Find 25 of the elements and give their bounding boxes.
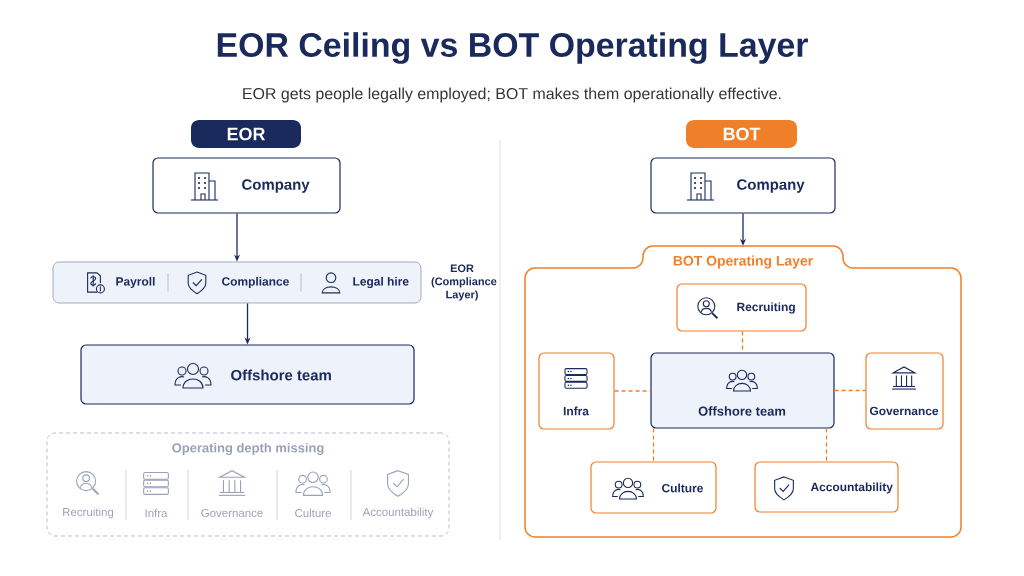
label-pill: EOR [191, 120, 301, 148]
side-label: EOR (Compliance Layer) [431, 264, 497, 301]
item-label: Payroll [116, 276, 155, 289]
item-label: Accountability [362, 507, 434, 519]
process-box: Culture [590, 461, 717, 514]
subtitle: EOR gets people legally employed; BOT makes them operationally effective. [243, 87, 781, 103]
process-box: Company [152, 157, 341, 214]
item-label: Culture [295, 508, 331, 518]
connector [825, 427, 828, 463]
process-box: Governance [865, 352, 944, 430]
item-label: Legal hire [353, 276, 409, 289]
process-box: Company [650, 157, 836, 214]
connector [833, 389, 867, 392]
title: EOR Ceiling vs BOT Operating Layer [217, 32, 808, 64]
team-box: Offshore team [80, 344, 415, 405]
label-pill: BOT [686, 120, 797, 148]
item-label: Recruiting [63, 507, 114, 519]
process-box: Recruiting [676, 283, 807, 332]
team-box: Offshore team [650, 352, 835, 429]
process-box: Accountability [754, 461, 899, 513]
item-label: Compliance [222, 276, 289, 289]
process-box: Infra [538, 352, 615, 430]
item-label: Governance [201, 508, 263, 518]
connector [652, 427, 655, 463]
item-label: Infra [145, 508, 168, 518]
